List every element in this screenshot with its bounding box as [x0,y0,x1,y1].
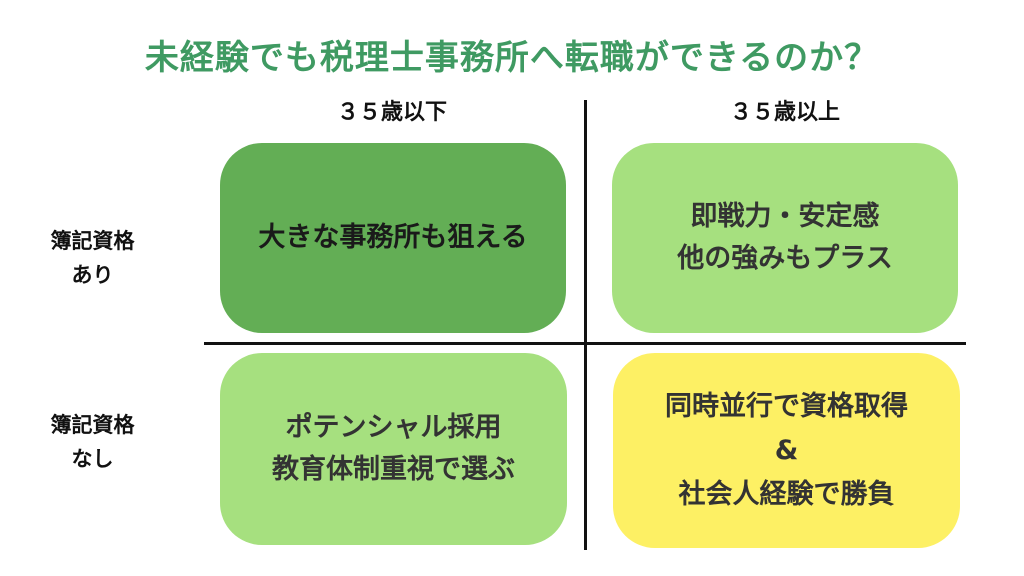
cell-text: 大きな事務所も狙える [258,222,528,253]
column-header-under-35: ３５歳以下 [336,100,447,125]
column-header-over-35: ３５歳以上 [729,100,840,125]
cell-text: 同時並行で資格取得 [665,390,908,422]
cell-text: 社会人経験で勝負 [678,478,895,510]
row-header-line1: 簿記資格 [50,413,135,437]
cell-text: 他の強みもプラス [677,243,893,274]
cell-text: 即戦力・安定感 [690,201,880,232]
row-header-without-qualification: 簿記資格 なし [30,408,155,476]
cell-bottom-right: 同時並行で資格取得 & 社会人経験で勝負 [613,353,960,548]
row-header-with-qualification: 簿記資格 あり [30,224,155,292]
row-header-line2: なし [71,447,114,471]
cell-top-right: 即戦力・安定感 他の強みもプラス [612,143,958,333]
horizontal-axis-divider [204,342,966,345]
cell-text: 教育体制重視で選ぶ [272,454,515,485]
row-header-line1: 簿記資格 [50,229,135,253]
cell-top-left: 大きな事務所も狙える [220,143,566,333]
cell-text: & [774,434,799,466]
page-title: 未経験でも税理士事務所へ転職ができるのか？ [144,38,880,78]
cell-bottom-left: ポテンシャル採用 教育体制重視で選ぶ [220,353,567,545]
row-header-line2: あり [71,263,114,287]
vertical-axis-divider [584,100,587,550]
cell-text: ポテンシャル採用 [285,412,502,443]
